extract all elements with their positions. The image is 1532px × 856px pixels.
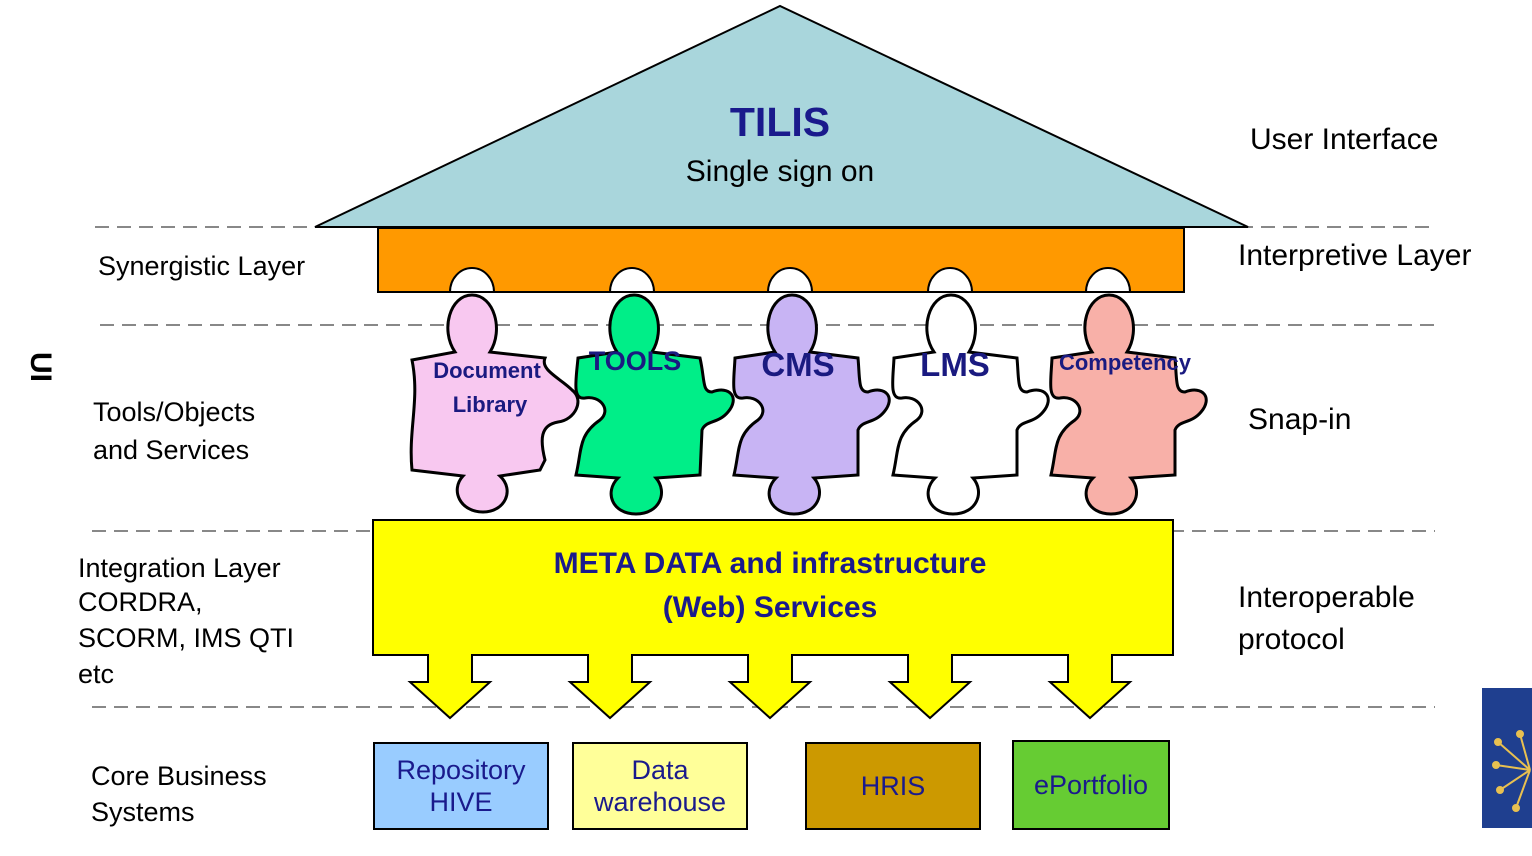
logo-background [1482,688,1532,828]
socket-1 [448,267,496,293]
meta-data-block [372,519,1174,720]
meta-data-title-line2: (Web) Services [662,591,878,624]
puzzle-piece-competency [1049,293,1208,516]
system-eportfolio-label: ePortfolio [1033,770,1149,800]
puzzle-label-tools: TOOLS [588,346,682,376]
puzzle-label-competency: Competency [1058,350,1192,375]
system-hris: HRIS [805,742,981,830]
label-interpretive-layer: Interpretive Layer [1238,239,1472,272]
label-integration-line1: Integration Layer [78,553,281,583]
puzzle-label-cms: CMS [761,346,835,383]
system-repository-line1: Repository [396,755,526,785]
puzzle-piece-cms [732,293,891,516]
socket-3 [766,267,814,293]
socket-4 [926,267,974,293]
system-data-line1: Data [631,755,689,785]
label-integration-line3: SCORM, IMS QTI [78,623,294,653]
label-user-interface: User Interface [1250,123,1439,156]
beam-sockets [448,267,1132,293]
label-synergistic-layer: Synergistic Layer [98,251,306,281]
meta-data-shape [372,519,1174,720]
puzzle-piece-tools [574,293,735,516]
roof-subtitle: Single sign on [685,155,875,188]
puzzle-piece-lms [891,293,1050,516]
label-integration-line4: etc [78,659,115,689]
puzzle-label-library: Library [452,392,528,417]
meta-data-title-line1: META DATA and infrastructure [553,547,987,580]
puzzle-pieces [409,293,1208,516]
roof-title: TILIS [729,99,831,145]
logo-network-icon [1492,730,1531,812]
socket-5 [1084,267,1132,293]
label-core-line1: Core Business [91,761,267,791]
system-hris-label: HRIS [860,771,926,801]
label-interoperable-line1: Interoperable [1238,581,1415,614]
system-repository-line2: HIVE [429,787,493,817]
logo [1482,688,1532,828]
label-snap-in: Snap-in [1248,403,1352,436]
puzzle-label-lms: LMS [920,346,990,383]
system-eportfolio: ePortfolio [1012,740,1170,830]
label-interoperable-line2: protocol [1238,623,1345,656]
label-core-line2: Systems [91,797,195,827]
rotated-ui-label: UI [24,352,57,382]
label-tools-line2: and Services [93,435,250,465]
socket-2 [608,267,656,293]
puzzle-piece-document-library [409,293,580,514]
system-data-line2: warehouse [593,787,727,817]
puzzle-label-document: Document [433,358,541,383]
label-integration-line2: CORDRA, [78,587,203,617]
label-tools-line1: Tools/Objects [93,397,256,427]
